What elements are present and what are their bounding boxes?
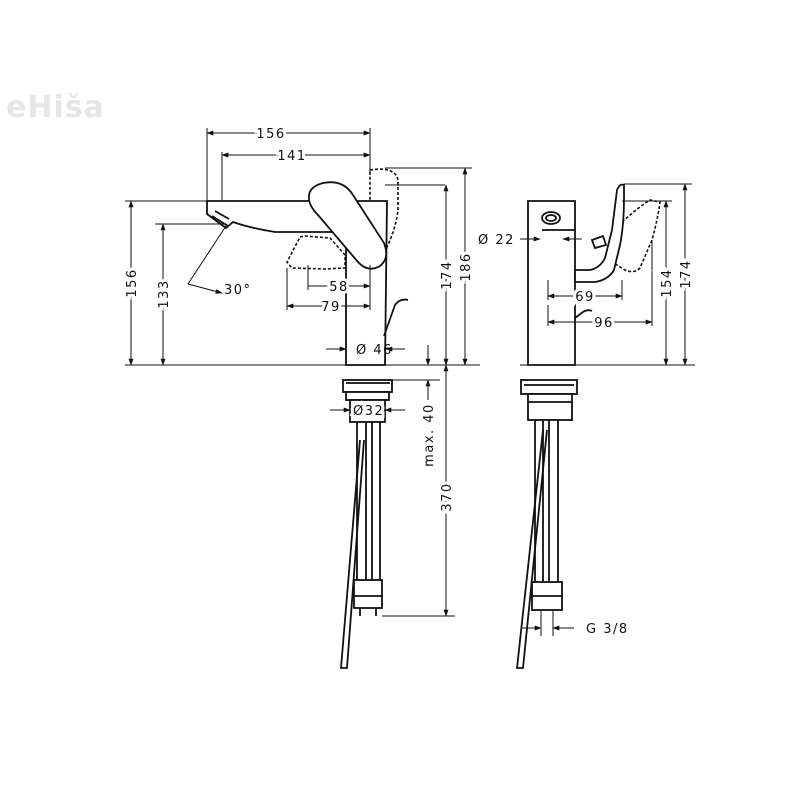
watermark-logo: eHiša (6, 90, 105, 125)
dim-spout-reach-inner: 141 (277, 149, 306, 164)
aerator (541, 211, 561, 225)
dim-side-height-154: 154 (660, 268, 675, 297)
side-view: Ø 22 69 96 154 174 G 3/8 (478, 183, 697, 669)
dim-lever-depth-69: 69 (575, 290, 595, 305)
dim-height-outlet: 133 (157, 279, 172, 308)
dim-shank-diameter: Ø32 (353, 404, 384, 419)
lever-handle (308, 181, 388, 270)
mounting-flange (342, 379, 393, 393)
lever-swing-outline-low (286, 235, 346, 270)
dim-lever-offset-79: 79 (321, 300, 341, 315)
side-mounting-flange (520, 379, 578, 395)
dim-max-thickness: max. 40 (422, 403, 437, 467)
side-tap-body (527, 200, 576, 366)
side-popup-rod (574, 309, 593, 319)
front-view: 156 141 156 133 30° 58 79 Ø 46 174 186 (122, 124, 480, 669)
side-lever (574, 183, 625, 283)
dim-spout-reach-total: 156 (256, 127, 285, 142)
dim-total-height: 186 (459, 252, 474, 281)
side-mounting-nut (527, 393, 573, 421)
dim-hose-length: 370 (440, 482, 455, 511)
flexible-hose (340, 439, 365, 669)
popup-rod (383, 298, 409, 337)
hose-connector (353, 579, 383, 609)
dim-spray-angle: 30° (224, 283, 252, 298)
dim-body-height: 174 (440, 260, 455, 289)
dim-lever-offset-58: 58 (329, 280, 349, 295)
dim-aerator-diameter: Ø 22 (478, 233, 515, 248)
side-lever-swing-outline (611, 199, 661, 273)
dim-height-spout: 156 (125, 268, 140, 297)
dim-lever-depth-96: 96 (594, 316, 614, 331)
dim-side-height-174: 174 (679, 259, 694, 288)
dim-body-diameter: Ø 46 (356, 343, 393, 358)
dim-hose-thread: G 3/8 (586, 622, 629, 637)
side-flexible-hose (515, 429, 548, 669)
